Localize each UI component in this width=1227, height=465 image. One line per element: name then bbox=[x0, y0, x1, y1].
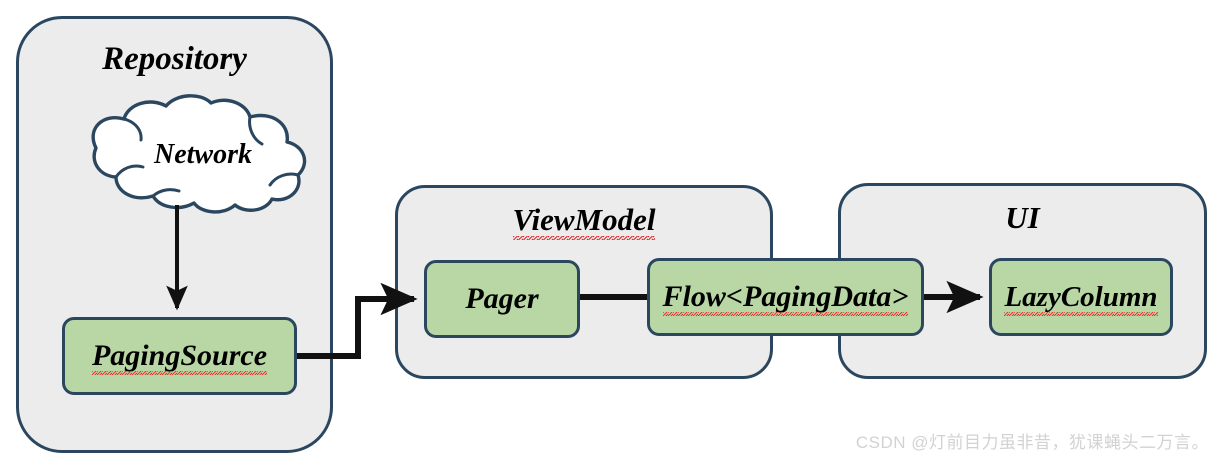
group-ui-title: UI bbox=[841, 200, 1204, 236]
group-repository-label: Repository bbox=[102, 41, 247, 77]
node-network-label: Network bbox=[154, 139, 252, 170]
group-ui-label: UI bbox=[1005, 200, 1040, 235]
group-viewmodel-label: ViewModel bbox=[512, 202, 656, 240]
csdn-watermark: CSDN @灯前目力虽非昔，犹课蝇头二万言。 bbox=[855, 433, 1209, 452]
node-pager[interactable]: Pager bbox=[424, 260, 580, 338]
group-viewmodel-title: ViewModel bbox=[398, 202, 770, 240]
node-flow-pagingdata[interactable]: Flow<PagingData> bbox=[647, 258, 924, 336]
node-pager-label: Pager bbox=[465, 282, 539, 315]
node-flow-pagingdata-label: Flow<PagingData> bbox=[662, 280, 909, 316]
node-paging-source[interactable]: PagingSource bbox=[62, 317, 297, 395]
node-network-label-wrap: Network bbox=[96, 139, 310, 171]
node-paging-source-label: PagingSource bbox=[91, 339, 268, 375]
node-lazy-column[interactable]: LazyColumn bbox=[989, 258, 1173, 336]
group-repository-title: Repository bbox=[19, 41, 330, 78]
node-lazy-column-label: LazyColumn bbox=[1004, 280, 1158, 316]
